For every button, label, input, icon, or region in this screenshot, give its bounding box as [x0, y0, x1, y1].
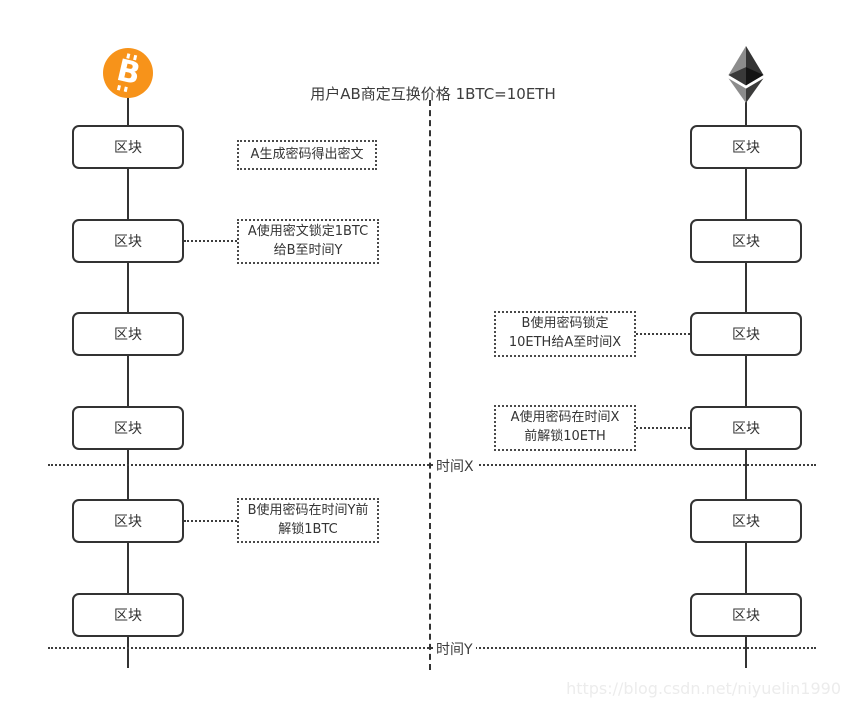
block-label: 区块: [732, 514, 760, 530]
annotation-text: B使用密码在时间Y前: [247, 502, 369, 518]
block-label: 区块: [114, 234, 142, 250]
btc-block: 区块: [72, 125, 184, 169]
bitcoin-icon: B: [103, 48, 153, 98]
annotation-text: 给B至时间Y: [273, 242, 343, 258]
connector-unlock-eth: [636, 427, 690, 429]
annotation-text: B使用密码锁定: [521, 316, 609, 332]
diagram-title: 用户AB商定互换价格 1BTC=10ETH: [310, 85, 556, 103]
annotation-gen-secret: A生成密码得出密文: [237, 140, 377, 170]
block-label: 区块: [732, 421, 760, 437]
annotation-text: 解锁1BTC: [278, 521, 338, 537]
timeline-y: 时间Y: [48, 639, 816, 659]
eth-block: 区块: [690, 125, 802, 169]
annotation-text: A使用密码在时间X: [510, 410, 620, 426]
block-label: 区块: [732, 327, 760, 343]
annotation-unlock-eth: A使用密码在时间X 前解锁10ETH: [494, 405, 636, 451]
block-label: 区块: [732, 608, 760, 624]
annotation-lock-btc: A使用密文锁定1BTC 给B至时间Y: [237, 219, 379, 264]
timeline-x-label: 时间X: [433, 456, 477, 476]
btc-block: 区块: [72, 312, 184, 356]
btc-block: 区块: [72, 219, 184, 263]
connector-unlock-btc: [184, 520, 237, 522]
connector-lock-eth: [636, 333, 690, 335]
connector-lock-btc: [184, 240, 237, 242]
btc-chain-line: [127, 97, 129, 668]
btc-tick: [132, 54, 137, 61]
block-label: 区块: [732, 234, 760, 250]
ethereum-icon: [728, 46, 764, 107]
btc-block: 区块: [72, 593, 184, 637]
btc-block: 区块: [72, 406, 184, 450]
block-label: 区块: [114, 514, 142, 530]
annotation-lock-eth: B使用密码锁定 10ETH给A至时间X: [494, 311, 636, 357]
btc-tick: [116, 84, 121, 91]
timeline-x: 时间X: [48, 456, 816, 476]
timeline-y-label: 时间Y: [433, 639, 476, 659]
eth-block: 区块: [690, 406, 802, 450]
eth-block: 区块: [690, 219, 802, 263]
annotation-text: 10ETH给A至时间X: [508, 335, 622, 350]
block-label: 区块: [114, 608, 142, 624]
block-label: 区块: [114, 327, 142, 343]
annotation-text: 前解锁10ETH: [524, 429, 606, 444]
annotation-text: A使用密文锁定1BTC: [247, 223, 369, 239]
annotation-unlock-btc: B使用密码在时间Y前 解锁1BTC: [237, 498, 379, 543]
eth-block: 区块: [690, 593, 802, 637]
btc-block: 区块: [72, 499, 184, 543]
eth-block: 区块: [690, 499, 802, 543]
block-label: 区块: [114, 140, 142, 156]
btc-tick: [125, 53, 130, 59]
annotation-text: A生成密码得出密文: [250, 146, 364, 162]
eth-block: 区块: [690, 312, 802, 356]
watermark: https://blog.csdn.net/niyuelin1990: [566, 679, 841, 698]
btc-tick: [123, 86, 128, 93]
center-divider-dashed-line: [429, 100, 431, 670]
block-label: 区块: [732, 140, 760, 156]
eth-chain-line: [745, 102, 747, 668]
block-label: 区块: [114, 421, 142, 437]
